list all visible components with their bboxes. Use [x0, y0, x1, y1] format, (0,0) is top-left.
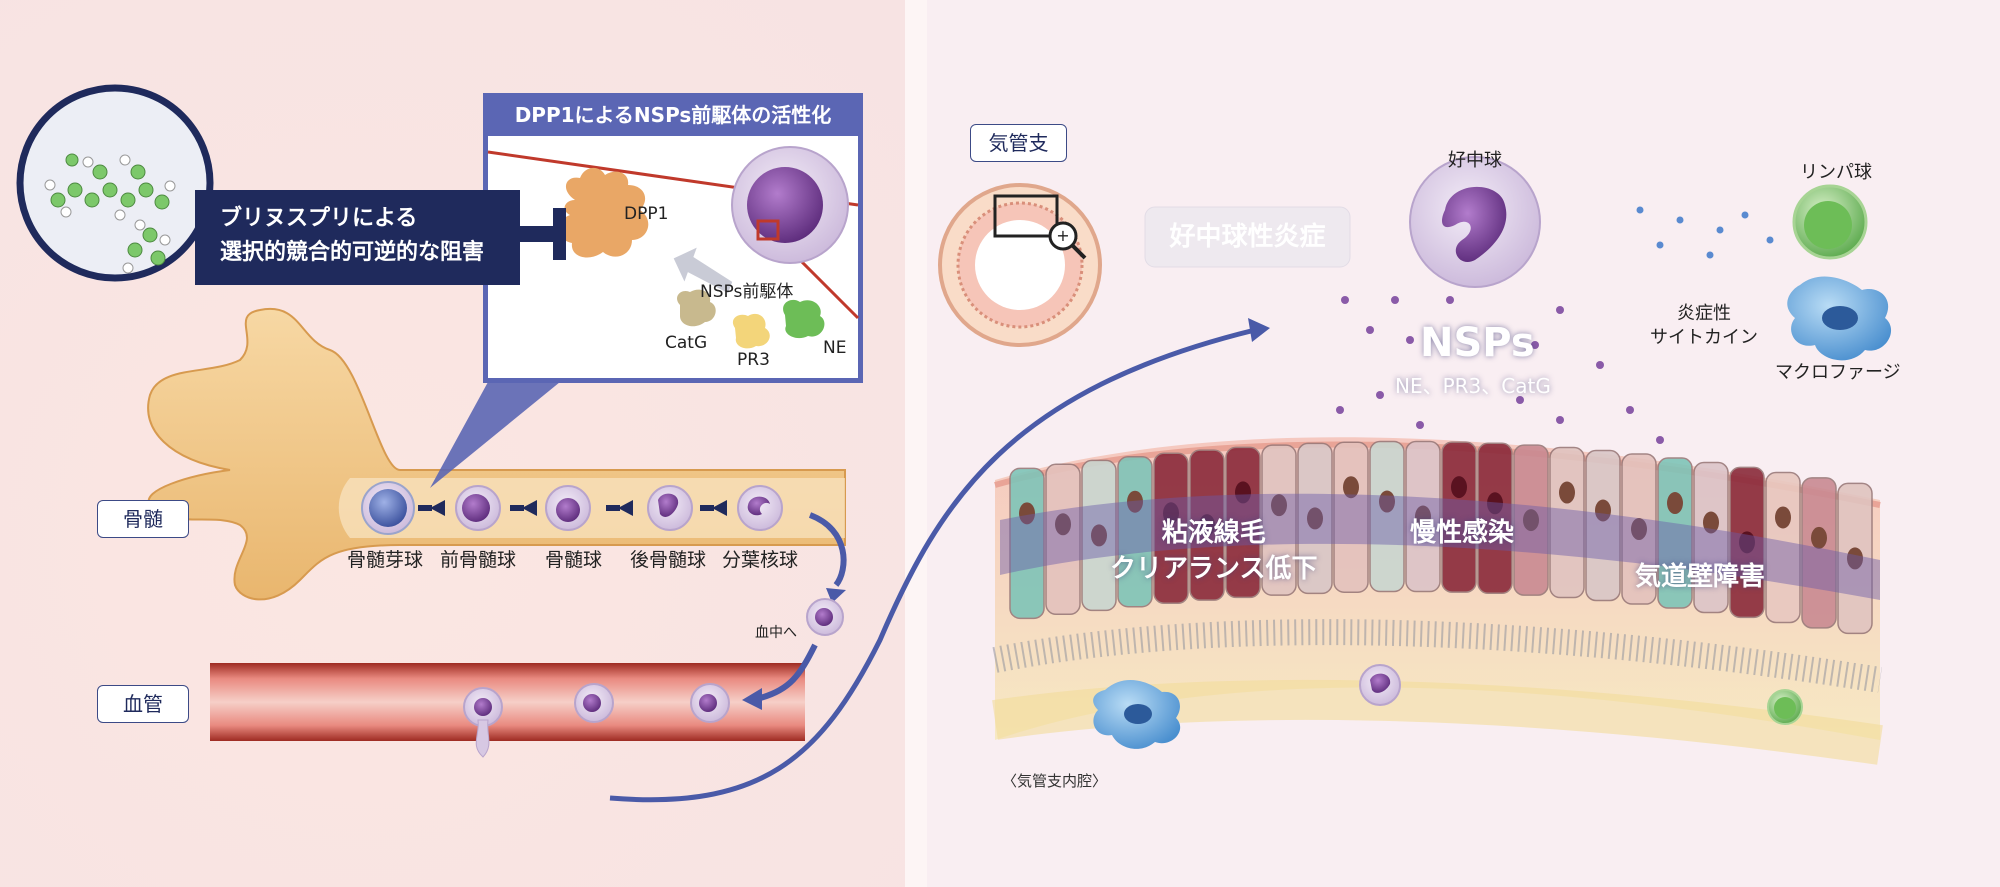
cell-nucleus: [1667, 492, 1683, 515]
epithelial-cell: [1153, 452, 1189, 605]
epithelial-cell: [1117, 455, 1153, 608]
epithelial-cell: [1045, 463, 1081, 616]
maturation-label: 骨髄球: [545, 549, 603, 571]
airway-damage-label: 気道壁障害: [1635, 562, 1766, 592]
cell-nucleus: [1343, 476, 1359, 499]
cell-nucleus: [1055, 513, 1071, 536]
cell-nucleus: [1487, 492, 1503, 515]
cytokine-line-1: 炎症性: [1677, 303, 1731, 324]
cytokine-label: 炎症性 サイトカイン: [1650, 302, 1758, 350]
cell-nucleus: [1163, 502, 1179, 525]
neutrophil-label: 好中球: [1448, 150, 1502, 171]
inhibition-line-2: 選択的競合的可逆的な阻害: [220, 240, 485, 265]
bone-marrow-label: 骨髄: [97, 500, 189, 538]
maturation-label: 前骨髄球: [440, 549, 517, 571]
svg-text:+: +: [1056, 226, 1069, 245]
cell-nucleus: [1595, 499, 1611, 522]
inhibition-line-1: ブリヌスプリによる: [220, 206, 418, 231]
cell-nucleus: [1811, 526, 1827, 549]
mucociliary-line-1: 粘液線毛: [1161, 518, 1266, 548]
cell-nucleus: [1199, 514, 1215, 537]
maturation-label: 後骨髄球: [630, 549, 707, 571]
cell-nucleus: [1739, 531, 1755, 554]
epithelial-cell: [1441, 441, 1477, 593]
lumen-label: 〈気管支内腔〉: [1002, 772, 1108, 790]
nsps-label: NSPs: [1420, 320, 1535, 366]
cell-nucleus: [1127, 490, 1143, 513]
epithelial-cell: [1657, 457, 1693, 609]
activation-panel-title: DPP1によるNSPs前駆体の活性化: [514, 103, 832, 127]
cell-nucleus: [1019, 502, 1035, 525]
inhibition-label: ブリヌスプリによる 選択的競合的可逆的な阻害: [220, 202, 510, 270]
cell-nucleus: [1091, 524, 1107, 547]
epithelial-cell: [1333, 441, 1369, 593]
epithelial-cell: [1693, 461, 1729, 614]
cell-nucleus: [1271, 494, 1287, 517]
epithelial-cell: [1477, 442, 1513, 595]
inflammation-haze: [1000, 493, 1880, 600]
bronchus-label: 気管支: [970, 124, 1067, 162]
epithelial-cell: [1585, 449, 1621, 602]
catg-label: CatG: [665, 333, 708, 353]
epithelial-cell: [1549, 446, 1585, 599]
epithelial-cell: [1225, 446, 1261, 599]
cell-nucleus: [1235, 481, 1251, 504]
maturation-label: 分葉核球: [722, 549, 799, 571]
cell-nucleus: [1775, 506, 1791, 529]
cell-nucleus: [1559, 481, 1575, 504]
macrophage-label: マクロファージ: [1775, 362, 1901, 383]
dpp1-label: DPP1: [624, 204, 669, 224]
blood-vessel-label: 血管: [97, 685, 189, 723]
nsps-sub-label: NE、PR3、CatG: [1395, 374, 1551, 398]
cell-nucleus: [1415, 505, 1431, 528]
chronic-infection-label: 慢性感染: [1410, 518, 1515, 548]
cell-nucleus: [1631, 518, 1647, 541]
to-blood-label: 血中へ: [755, 625, 797, 641]
cytokine-line-2: サイトカイン: [1650, 327, 1758, 348]
epithelial-cell: [1801, 477, 1837, 629]
ne-label: NE: [823, 338, 847, 358]
pr3-label: PR3: [737, 350, 770, 370]
cell-nucleus: [1451, 476, 1467, 499]
lymphocyte-label: リンパ球: [1800, 162, 1872, 183]
cell-nucleus: [1847, 547, 1863, 570]
epithelial-cell: [1765, 471, 1801, 624]
cell-nucleus: [1703, 511, 1719, 534]
neutrophilic-inflammation-label: 好中球性炎症: [1169, 222, 1326, 252]
mucociliary-label: 粘液線毛 クリアランス低下: [1110, 515, 1317, 587]
cell-nucleus: [1379, 490, 1395, 513]
epithelial-cell: [1261, 444, 1297, 596]
epithelial-cell: [1009, 467, 1045, 620]
cell-nucleus: [1307, 507, 1323, 530]
epithelial-cell: [1369, 440, 1405, 593]
cell-nucleus: [1523, 509, 1539, 532]
nsps-precursor-label: NSPs前駆体: [700, 282, 794, 302]
mucociliary-line-2: クリアランス低下: [1110, 554, 1318, 584]
maturation-label: 骨髄芽球: [347, 549, 424, 571]
